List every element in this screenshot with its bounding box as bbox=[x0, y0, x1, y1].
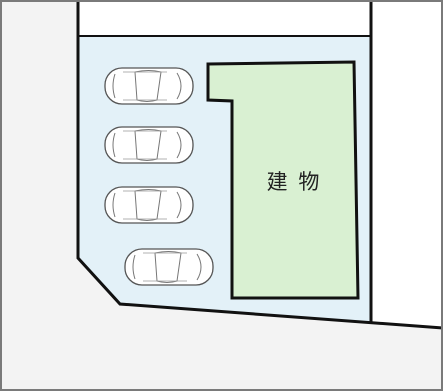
car-top-view-icon bbox=[104, 186, 194, 224]
building-footprint bbox=[206, 60, 360, 300]
parking-space-2 bbox=[104, 126, 194, 164]
parking-space-3 bbox=[104, 186, 194, 224]
building-label: 建 物 bbox=[266, 170, 322, 194]
parking-space-1 bbox=[104, 67, 194, 105]
lot-boundary-line bbox=[76, 0, 443, 330]
parking-space-4 bbox=[124, 248, 214, 286]
car-top-view-icon bbox=[104, 67, 194, 105]
car-top-view-icon bbox=[104, 126, 194, 164]
car-top-view-icon bbox=[124, 248, 214, 286]
north-neighbor-lot bbox=[77, 0, 372, 37]
